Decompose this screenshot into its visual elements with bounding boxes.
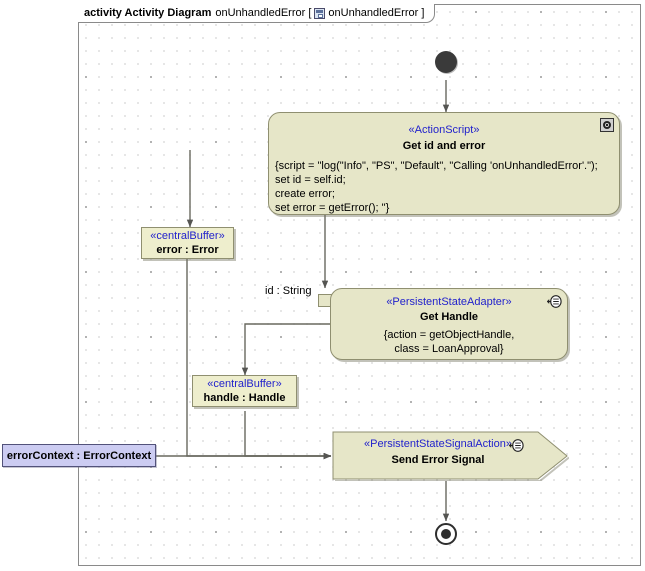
pin-error-context[interactable]: errorContext : ErrorContext [2, 444, 156, 467]
frame-name-suffix: onUnhandledError ] [328, 7, 425, 19]
action-send-error-signal[interactable]: «PersistentStateSignalAction» Send Error… [331, 431, 569, 481]
action-get-id-and-error-name: Get id and error [402, 140, 486, 152]
action-get-handle-body: {action = getObjectHandle, class = LoanA… [383, 329, 515, 355]
pin-label-id-string: id : String [265, 285, 312, 297]
frame-name-prefix: onUnhandledError [ [215, 7, 312, 19]
buffer-error[interactable]: «centralBuffer» error : Error [141, 227, 234, 259]
action-get-id-and-error-stereotype: «ActionScript» [408, 124, 480, 136]
buffer-error-name: error : Error [156, 244, 219, 256]
buffer-handle[interactable]: «centralBuffer» handle : Handle [192, 375, 297, 407]
action-send-error-signal-stereotype: «PersistentStateSignalAction» [364, 438, 512, 450]
action-get-handle-name: Get Handle [419, 311, 479, 323]
pin-error-context-name: errorContext : ErrorContext [6, 449, 152, 462]
buffer-handle-name: handle : Handle [203, 392, 286, 404]
final-node[interactable] [435, 523, 457, 545]
activity-frame [78, 4, 641, 566]
action-send-error-signal-name: Send Error Signal [391, 454, 485, 466]
action-get-handle[interactable]: «PersistentStateAdapter» Get Handle {act… [330, 288, 568, 360]
initial-node[interactable] [435, 51, 457, 73]
action-get-id-and-error[interactable]: «ActionScript» Get id and error {script … [268, 112, 620, 215]
script-icon [600, 118, 614, 132]
activity-frame-header: activity Activity Diagram onUnhandledErr… [78, 4, 436, 23]
signal-adapter-icon [509, 439, 524, 452]
action-get-id-and-error-body: {script = "log("Info", "PS", "Default", … [275, 160, 598, 214]
action-get-handle-stereotype: «PersistentStateAdapter» [386, 296, 512, 308]
frame-keyword: activity Activity Diagram [84, 7, 212, 19]
diagram-icon [314, 7, 326, 19]
adapter-icon [547, 295, 562, 308]
buffer-error-stereotype: «centralBuffer» [150, 230, 225, 242]
signal-pentagon-shape [332, 431, 569, 481]
buffer-handle-stereotype: «centralBuffer» [207, 378, 282, 390]
